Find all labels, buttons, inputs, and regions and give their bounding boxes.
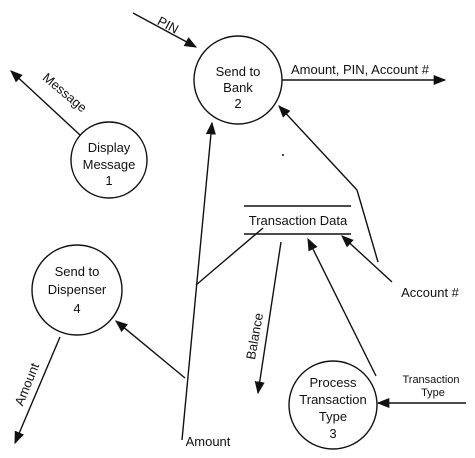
flow-label-pin: PIN [155,13,181,36]
process-transaction-type-number: 3 [329,426,336,441]
flow-label-balance: Balance [243,312,266,361]
process-send-to-dispenser-number: 4 [73,301,80,316]
process-display-message-line2: Message [83,157,136,172]
process-send-to-bank-number: 2 [234,96,241,111]
process-send-to-dispenser-line2: Dispenser [48,282,107,297]
process-transaction-type: Process Transaction Type 3 [288,360,378,450]
process-send-to-bank: Send to Bank 2 [193,35,283,125]
flow-pin-arrow [132,12,198,48]
flow-label-amount-pin-account: Amount, PIN, Account # [291,62,430,77]
transaction-data-store: Transaction Data [244,205,351,235]
flow-amount-out-arrow [14,336,61,445]
process-send-to-bank-line1: Send to [216,64,261,79]
flow-label-amount-out: Amount [11,360,42,408]
process-transaction-type-circle [288,360,378,450]
flow-label-amount-in: Amount [186,434,231,449]
store-label: Transaction Data [249,213,348,228]
flow-label-transaction-type-line1: Transaction [402,374,459,386]
flow-amount-to-dispenser-arrow [115,320,186,379]
flow-label-transaction-type-line2: Type [421,387,445,399]
process-transaction-type-line3: Type [319,409,347,424]
process-display-message-circle [70,121,148,199]
flow-account-to-bank-line [356,189,379,263]
process-send-to-bank-circle [193,35,283,125]
process-send-to-dispenser: Send to Dispenser 4 [31,244,123,336]
flow-label-account-num: Account # [401,285,460,300]
process-send-to-dispenser-circle [31,244,123,336]
flow-process-to-store-arrow [307,237,377,377]
process-display-message-number: 1 [105,173,112,188]
process-display-message-line1: Display [88,140,131,155]
process-transaction-type-line1: Process [310,375,357,390]
flow-account-to-store-arrow [341,235,393,283]
flow-message-arrow [10,70,81,136]
stray-dot [282,154,284,156]
flow-account-to-bank-arrow [278,105,358,191]
process-transaction-type-line2: Transaction [299,392,366,407]
flow-label-message: Message [40,70,90,115]
flow-amount-to-store-line [195,227,264,286]
flow-amount-to-bank-arrow [181,121,216,441]
process-display-message: Display Message 1 [70,121,148,199]
process-send-to-bank-line2: Bank [223,80,253,95]
process-send-to-dispenser-line1: Send to [55,264,100,279]
flow-balance-arrow [254,241,282,395]
